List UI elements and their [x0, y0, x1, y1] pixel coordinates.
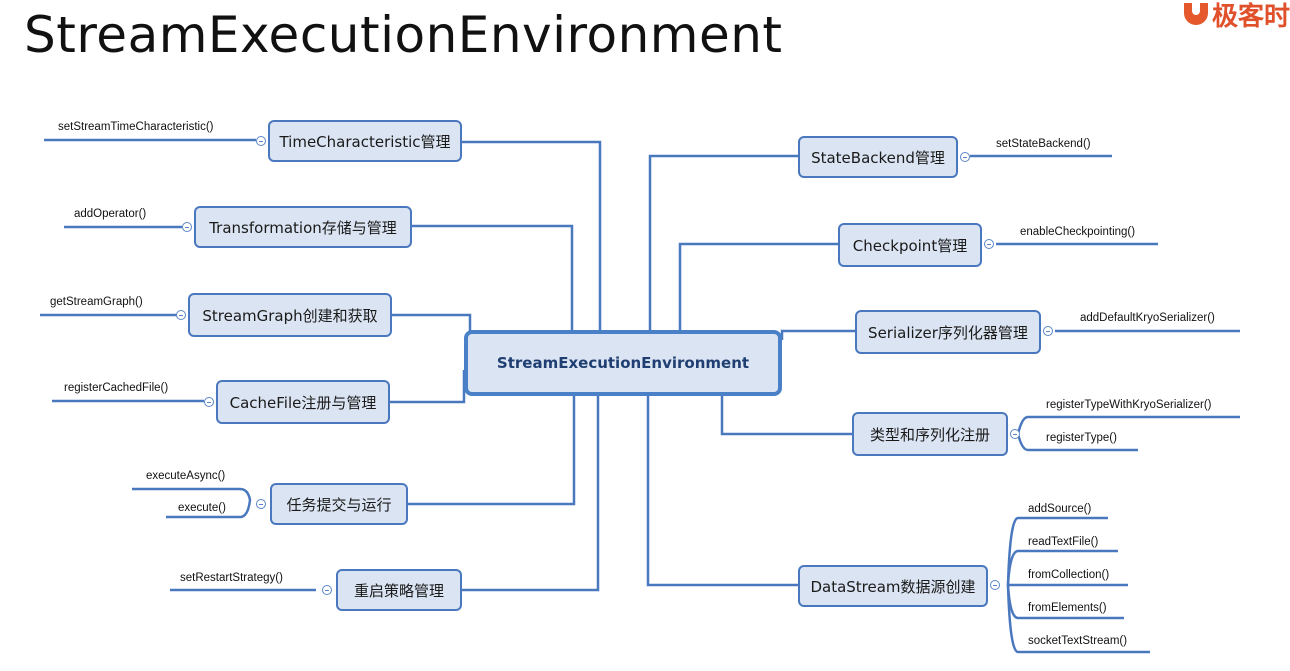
branch-label: CacheFile注册与管理 [229, 393, 377, 412]
branch-label: StreamGraph创建和获取 [202, 306, 378, 325]
branch-time-characteristic[interactable]: TimeCharacteristic管理 [268, 120, 462, 162]
method-label: execute() [178, 502, 226, 514]
logo-text: 极客时 [1211, 1, 1290, 32]
method-label: executeAsync() [146, 470, 226, 482]
branch-label: 任务提交与运行 [286, 495, 392, 514]
branch-label: StateBackend管理 [811, 148, 945, 167]
central-node[interactable]: StreamExecutionEnvironment [464, 330, 782, 396]
method-label: addOperator() [74, 208, 147, 220]
method-label: fromElements() [1028, 602, 1107, 614]
collapse-minus-icon[interactable] [256, 499, 266, 509]
branch-job-submit[interactable]: 任务提交与运行 [270, 483, 408, 525]
method-label: setStreamTimeCharacteristic() [58, 121, 214, 133]
branch-label: Serializer序列化器管理 [868, 323, 1028, 342]
method-label: registerTypeWithKryoSerializer() [1046, 399, 1212, 411]
branch-cachefile[interactable]: CacheFile注册与管理 [216, 380, 390, 424]
collapse-minus-icon[interactable] [182, 222, 192, 232]
branch-checkpoint[interactable]: Checkpoint管理 [838, 223, 982, 267]
branch-label: DataStream数据源创建 [810, 577, 976, 596]
branch-label: Checkpoint管理 [852, 236, 968, 255]
collapse-minus-icon[interactable] [1043, 326, 1053, 336]
collapse-minus-icon[interactable] [256, 136, 266, 146]
geektime-logo-icon [1183, 3, 1208, 25]
branch-label: Transformation存储与管理 [209, 218, 397, 237]
collapse-minus-icon[interactable] [990, 580, 1000, 590]
branch-streamgraph[interactable]: StreamGraph创建和获取 [188, 293, 392, 337]
page-title: StreamExecutionEnvironment [24, 6, 783, 64]
collapse-minus-icon[interactable] [204, 397, 214, 407]
method-label: setStateBackend() [996, 138, 1091, 150]
method-label: addDefaultKryoSerializer() [1080, 312, 1215, 324]
branch-label: TimeCharacteristic管理 [279, 132, 451, 151]
method-label: registerType() [1046, 432, 1117, 444]
branch-restart-strategy[interactable]: 重启策略管理 [336, 569, 462, 611]
branch-transformation[interactable]: Transformation存储与管理 [194, 206, 412, 248]
branch-label: 重启策略管理 [353, 581, 444, 600]
branch-type-registration[interactable]: 类型和序列化注册 [852, 412, 1008, 456]
collapse-minus-icon[interactable] [984, 239, 994, 249]
collapse-minus-icon[interactable] [960, 152, 970, 162]
method-label: readTextFile() [1028, 536, 1099, 548]
method-label: enableCheckpointing() [1020, 226, 1136, 238]
method-label: registerCachedFile() [64, 382, 169, 394]
collapse-minus-icon[interactable] [322, 585, 332, 595]
branch-label: 类型和序列化注册 [869, 425, 990, 444]
brand-logo: 极客时 [1183, 0, 1290, 32]
method-label: addSource() [1028, 503, 1092, 515]
method-label: socketTextStream() [1028, 635, 1128, 647]
branch-statebackend[interactable]: StateBackend管理 [798, 136, 958, 178]
method-label: getStreamGraph() [50, 296, 143, 308]
collapse-minus-icon[interactable] [176, 310, 186, 320]
branch-serializer[interactable]: Serializer序列化器管理 [855, 310, 1041, 354]
branch-datastream-source[interactable]: DataStream数据源创建 [798, 565, 988, 607]
collapse-minus-icon[interactable] [1010, 429, 1020, 439]
central-node-label: StreamExecutionEnvironment [496, 354, 750, 372]
method-label: fromCollection() [1028, 569, 1110, 581]
method-label: setRestartStrategy() [180, 572, 283, 584]
